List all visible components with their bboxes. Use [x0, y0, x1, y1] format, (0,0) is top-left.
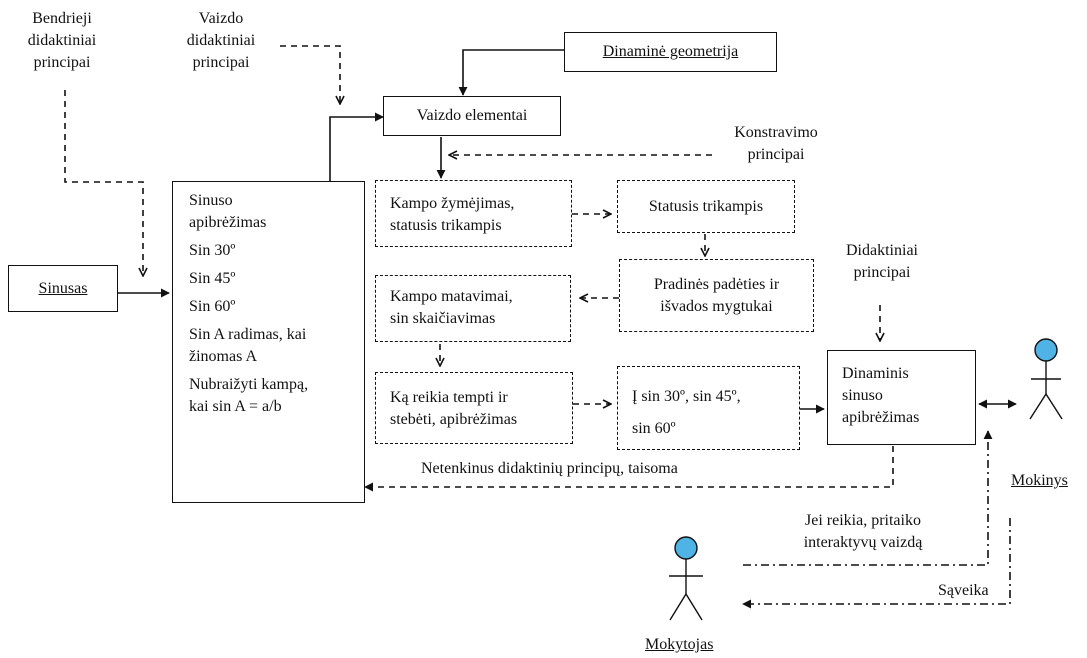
box-angle-measure: Kampo matavimai, sin skaičiavimas: [375, 275, 571, 342]
box-drag-observe: Ką reikia tempti ir stebėti, apibrėžimas: [375, 372, 573, 444]
student-head: [1034, 338, 1058, 362]
box-angle-marking-text: Kampo žymėjimas, statusis trikampis: [390, 195, 515, 234]
box-sin-values-text: Į sin 30º, sin 45º, sin 60º: [632, 388, 741, 437]
box-angle-marking: Kampo žymėjimas, statusis trikampis: [375, 180, 572, 247]
label-visual-principles: Vaizdo didaktiniai principai: [186, 10, 256, 71]
box-angle-measure-text: Kampo matavimai, sin skaičiavimas: [390, 288, 513, 327]
box-lesson-plan: Sinuso apibrėžimas Sin 30º Sin 45º Sin 6…: [172, 181, 365, 503]
plan-item: Sinuso apibrėžimas: [189, 192, 267, 231]
student-label: Mokinys: [1011, 472, 1068, 489]
box-right-triangle: Statusis trikampis: [617, 180, 795, 233]
box-sinusas: Sinusas: [8, 265, 118, 312]
teacher-label: Mokytojas: [645, 636, 714, 653]
box-start-buttons-text: Pradinės padėties ir išvados mygtukai: [653, 275, 780, 315]
teacher-actor: [669, 536, 703, 621]
box-visual-elements-text: Vaizdo elementai: [416, 107, 528, 124]
box-drag-observe-text: Ką reikia tempti ir stebėti, apibrėžimas: [390, 389, 518, 428]
box-dynamic-geometry-text: Dinaminė geometrija: [602, 43, 739, 60]
label-adapt-view: Jei reikia, pritaiko interaktyvų vaizdą: [803, 512, 923, 551]
box-dynamic-sine: Dinaminis sinuso apibrėžimas: [827, 350, 976, 445]
box-sin-values: Į sin 30º, sin 45º, sin 60º: [617, 366, 800, 450]
student-actor: [1029, 338, 1063, 420]
teacher-head: [674, 536, 698, 560]
plan-item: Sin 30º: [189, 242, 236, 259]
box-dynamic-geometry: Dinaminė geometrija: [564, 32, 777, 72]
box-dynamic-sine-text: Dinaminis sinuso apibrėžimas: [842, 365, 920, 426]
label-construction-principles: Konstravimo principai: [734, 124, 818, 163]
edge-interaction-to-teacher: [742, 518, 1011, 609]
label-didactic-principles: Didaktiniai principai: [846, 242, 918, 281]
edge-dynamic-feedback-to-plan: [364, 446, 894, 492]
plan-item: Sin A radimas, kai žinomas A: [189, 326, 307, 365]
plan-item: Sin 60º: [189, 298, 236, 315]
lesson-plan-list: Sinuso apibrėžimas Sin 30º Sin 45º Sin 6…: [189, 190, 360, 418]
box-visual-elements: Vaizdo elementai: [383, 96, 561, 136]
box-right-triangle-text: Statusis trikampis: [648, 197, 764, 215]
label-interaction: Sąveika: [938, 582, 989, 599]
plan-item: Nubraižyti kampą, kai sin A = a/b: [189, 376, 309, 415]
edge-visual-principles-to-elements: [280, 45, 340, 104]
box-start-buttons: Pradinės padėties ir išvados mygtukai: [619, 259, 814, 332]
edge-dynamic-geometry-to-elements: [458, 49, 564, 96]
label-feedback: Netenkinus didaktinių principų, taisoma: [421, 460, 678, 477]
box-sinusas-text: Sinusas: [38, 279, 88, 297]
plan-item: Sin 45º: [189, 270, 236, 287]
edge-general-principles-to-plan: [64, 90, 143, 276]
label-general-principles: Bendrieji didaktiniai principai: [27, 10, 97, 71]
